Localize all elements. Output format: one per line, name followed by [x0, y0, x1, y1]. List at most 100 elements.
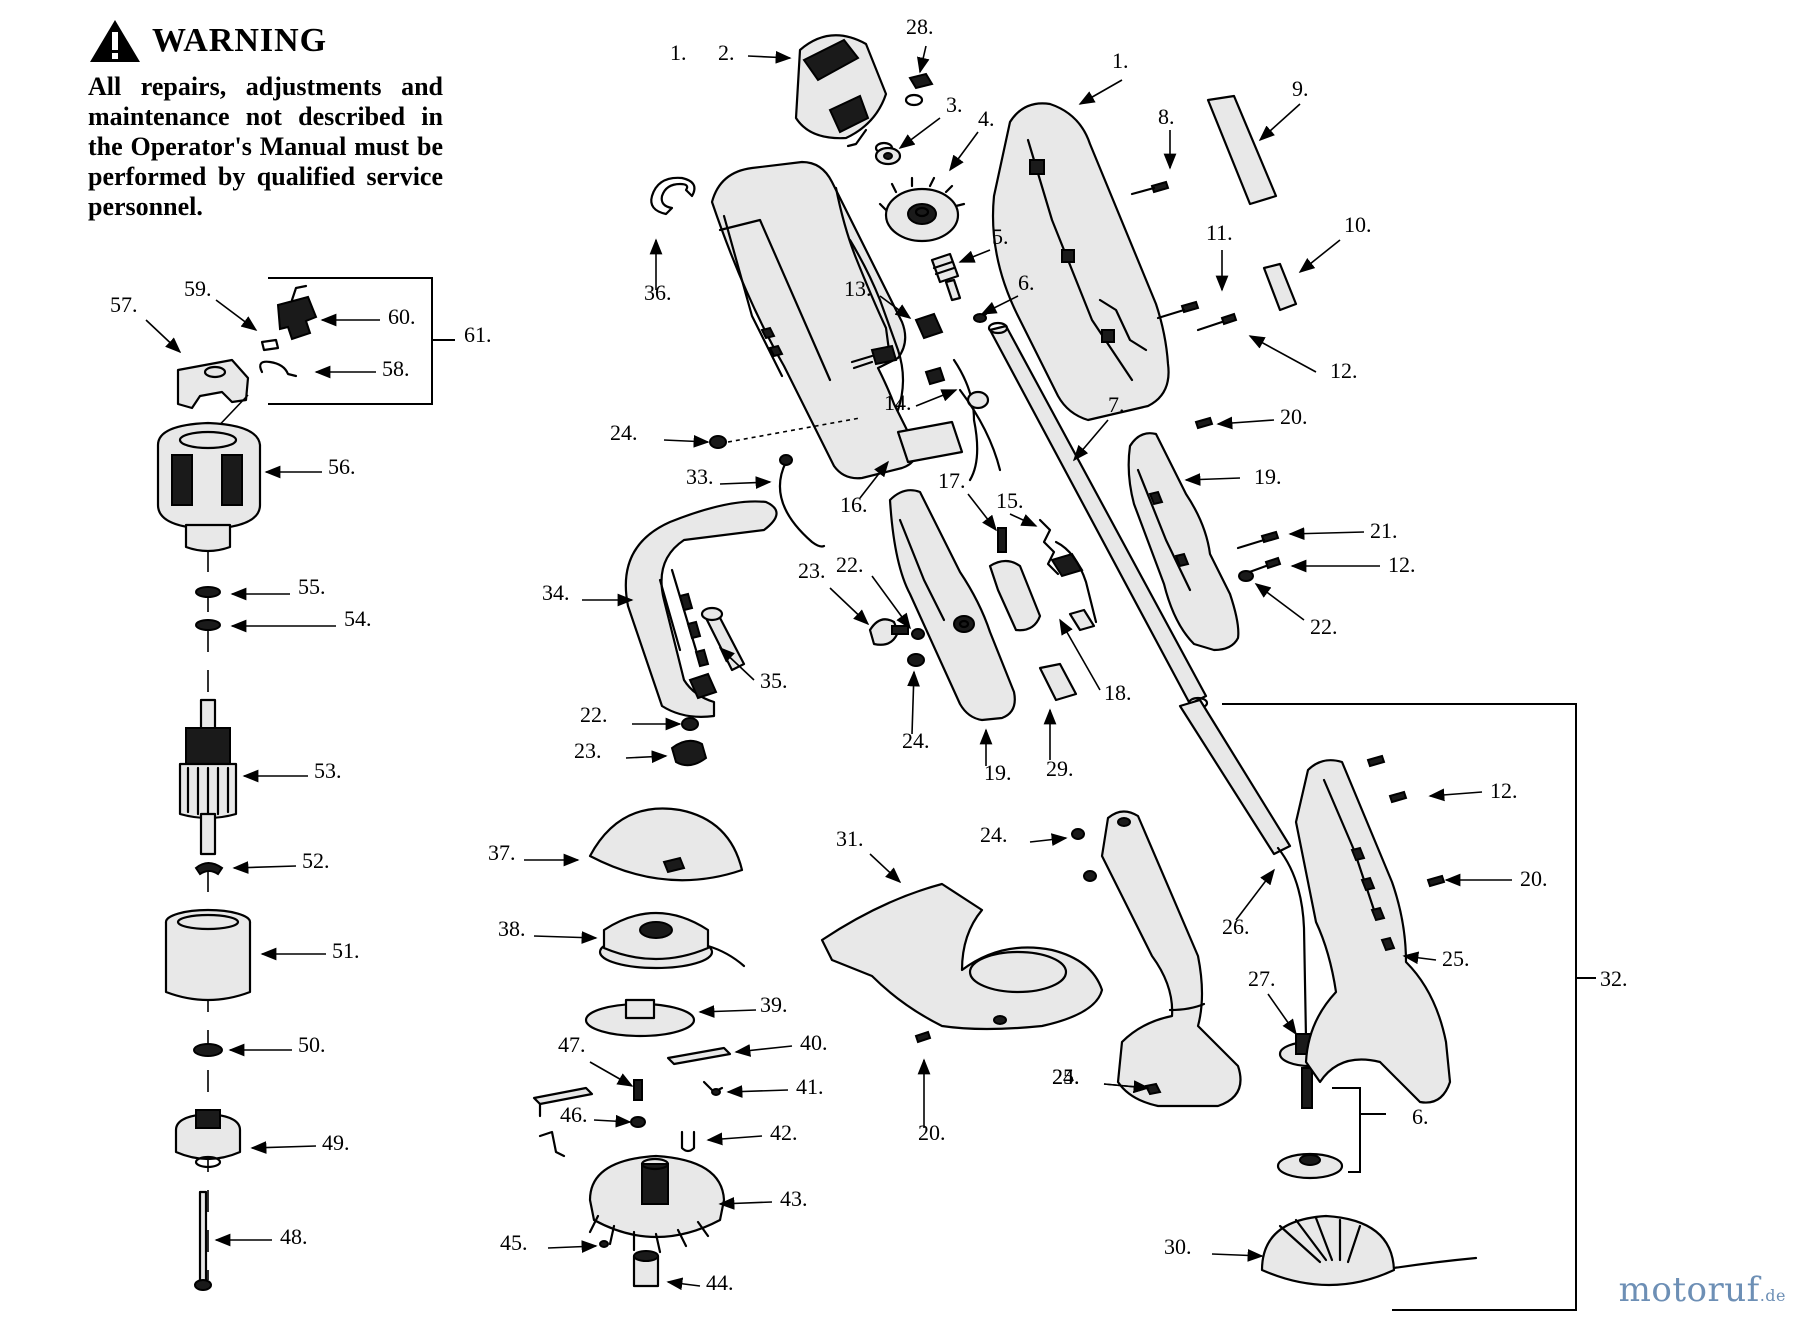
part-25-lower-housing-left — [1100, 810, 1242, 1108]
part-3-washer — [874, 146, 902, 166]
callout-label: 23. — [574, 738, 602, 763]
part-42-clip — [680, 1130, 696, 1153]
part-13-switch-wiring — [834, 186, 990, 482]
callout-leader — [1267, 993, 1297, 1036]
callout-leader — [1248, 335, 1317, 373]
part-43-hub — [588, 1154, 726, 1254]
part-49-end-bell — [174, 1109, 242, 1169]
part-4-gear — [878, 176, 966, 243]
part-14-cable — [958, 388, 1002, 472]
callout-leader — [1288, 527, 1365, 541]
warning-header: WARNING — [88, 18, 448, 64]
callout-leader — [1402, 951, 1437, 965]
part-23-knob-left — [670, 739, 708, 767]
callout-label: 12. — [1490, 778, 1518, 803]
callout-label: 32. — [1600, 966, 1628, 991]
warning-triangle-icon — [90, 20, 140, 62]
callout-leader — [1235, 868, 1275, 921]
part-blade-left — [532, 1086, 594, 1118]
callout-label: 16. — [840, 492, 868, 517]
callout-leader — [1258, 103, 1301, 142]
callout-label: 21. — [1370, 518, 1398, 543]
callout-label: 19. — [984, 760, 1012, 785]
callout-leader — [898, 117, 941, 149]
part-22-nut-right — [1238, 570, 1254, 582]
callout-leader — [958, 249, 991, 263]
part-52-clip — [194, 862, 224, 876]
part-17-pin — [997, 527, 1007, 553]
part-51-field-magnet — [164, 908, 252, 1002]
callout-label: 3. — [946, 92, 963, 117]
callout-label: 1. — [1112, 48, 1129, 73]
part-30-spool-head — [1260, 1214, 1478, 1287]
part-6-shaft — [973, 312, 988, 323]
part-2-motor — [794, 34, 894, 155]
callout-label: 29. — [1046, 756, 1074, 781]
callout-label: 37. — [488, 840, 516, 865]
callout-leader — [719, 476, 772, 489]
callout-label: 55. — [298, 574, 326, 599]
callout-leader — [698, 1005, 757, 1018]
callout-label: 7. — [1108, 392, 1125, 417]
callout-label: 51. — [332, 938, 360, 963]
callout-label: 58. — [382, 356, 410, 381]
callout-leader — [734, 1044, 793, 1057]
callout-leader — [666, 1277, 701, 1291]
callout-label: 40. — [800, 1030, 828, 1055]
bracket-6 — [1332, 1087, 1361, 1173]
callout-label: 19. — [1254, 464, 1282, 489]
callout-leader — [1254, 583, 1305, 621]
part-50-washer — [193, 1043, 223, 1057]
callout-label: 8. — [1158, 104, 1175, 129]
part-56-motor-housing — [156, 421, 262, 553]
callout-label: 22. — [836, 552, 864, 577]
callout-label: 39. — [760, 992, 788, 1017]
bracket-32 — [1222, 703, 1577, 1311]
part-16-label — [896, 420, 964, 464]
part-24-nut-c — [1071, 828, 1097, 882]
callout-leader — [859, 460, 889, 499]
part-20-screw-guard — [914, 1030, 932, 1044]
part-24-nut-b — [907, 653, 925, 667]
callout-leader — [1103, 1080, 1150, 1094]
callout-leader — [215, 299, 258, 331]
callout-leader — [871, 575, 911, 630]
callout-label: 36. — [644, 280, 672, 305]
part-55-washer — [195, 586, 221, 598]
callout-leader — [718, 646, 755, 681]
callout-leader — [747, 50, 792, 64]
callout-leader — [589, 1061, 634, 1087]
callout-label: 33. — [686, 464, 714, 489]
callout-label: 1. — [670, 40, 687, 65]
callout-label: 60. — [388, 304, 416, 329]
callout-leader — [1029, 833, 1068, 846]
callout-label: 23. — [798, 558, 826, 583]
part-48-screw — [194, 1190, 212, 1291]
callout-leader — [1428, 788, 1483, 802]
part-20-screw-top — [1194, 416, 1214, 430]
callout-leader — [663, 434, 710, 448]
callout-leader — [1078, 79, 1123, 105]
callout-leader — [250, 1141, 317, 1154]
callout-label: 53. — [314, 758, 342, 783]
callout-label: 2. — [718, 40, 735, 65]
callout-label: 57. — [110, 292, 138, 317]
callout-label: 25. — [1442, 946, 1470, 971]
callout-label: 9. — [1292, 76, 1309, 101]
part-40-blade — [666, 1046, 732, 1066]
callout-label: 18. — [1104, 680, 1132, 705]
callout-label: 61. — [464, 322, 492, 347]
callout-leader — [915, 389, 958, 407]
part-53-armature — [178, 698, 238, 856]
part-23-knob-center — [868, 618, 909, 646]
callout-leader — [1072, 419, 1109, 462]
watermark-suffix: .de — [1759, 1286, 1786, 1305]
part-37-cap — [588, 807, 744, 882]
callout-label: 28. — [906, 14, 934, 39]
callout-leader — [1184, 473, 1241, 486]
part-39-plate — [584, 998, 696, 1038]
callout-label: 49. — [322, 1130, 350, 1155]
callout-label: 54. — [344, 606, 372, 631]
callout-leader — [1009, 513, 1038, 527]
